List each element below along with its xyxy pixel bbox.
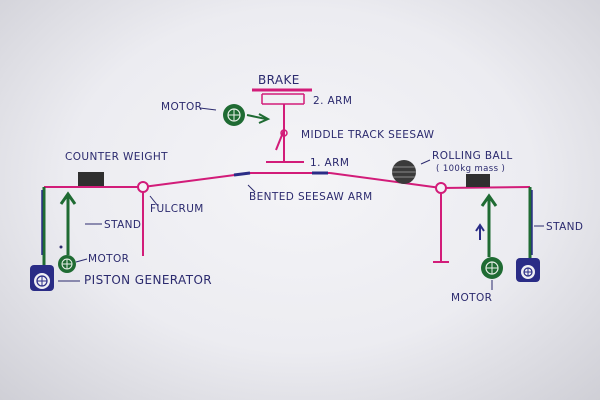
- stand-right: [528, 187, 533, 266]
- piston-generator-icon: [30, 265, 54, 291]
- motor-icon: [58, 255, 76, 273]
- arm1-label: 1. ARM: [310, 157, 349, 169]
- brake-icon: [252, 88, 312, 105]
- motor-left-label: MOTOR: [88, 253, 129, 265]
- stand-left: [41, 187, 46, 270]
- counter-weight-icon: [78, 172, 104, 186]
- counter-weight-icon: [466, 174, 490, 187]
- right-fulcrum: [433, 182, 449, 263]
- piston-generator-label: PISTON GENERATOR: [84, 273, 212, 287]
- middle-track-seesaw: [266, 104, 304, 163]
- motor-top-label: MOTOR: [161, 101, 202, 113]
- ball-mass-label: ( 100kg mass ): [436, 164, 505, 174]
- counter-weight-label: COUNTER WEIGHT: [65, 151, 168, 163]
- brake-label: BRAKE: [258, 73, 300, 87]
- bented-seesaw-arm-label: BENTED SEESAW ARM: [249, 191, 373, 203]
- rolling-ball-label: ROLLING BALL: [432, 150, 513, 162]
- rolling-ball-icon: [392, 160, 416, 184]
- piston-generator-icon: [516, 258, 540, 282]
- middle-track-seesaw-label: MIDDLE TRACK SEESAW: [301, 129, 435, 141]
- right-arrow: [480, 193, 498, 257]
- stand-left-label: STAND: [104, 219, 141, 231]
- motor-right-label: MOTOR: [451, 292, 492, 304]
- bented-seesaw-arm: [44, 171, 531, 189]
- motor-icon: [481, 257, 503, 279]
- fulcrum: [137, 181, 159, 256]
- left-arrow: [59, 191, 77, 255]
- arm2-label: 2. ARM: [313, 95, 352, 107]
- small-up-arrow: [475, 223, 485, 240]
- fulcrum-label: FULCRUM: [150, 203, 204, 215]
- stand-right-label: STAND: [546, 221, 583, 233]
- motor-icon: [223, 104, 245, 126]
